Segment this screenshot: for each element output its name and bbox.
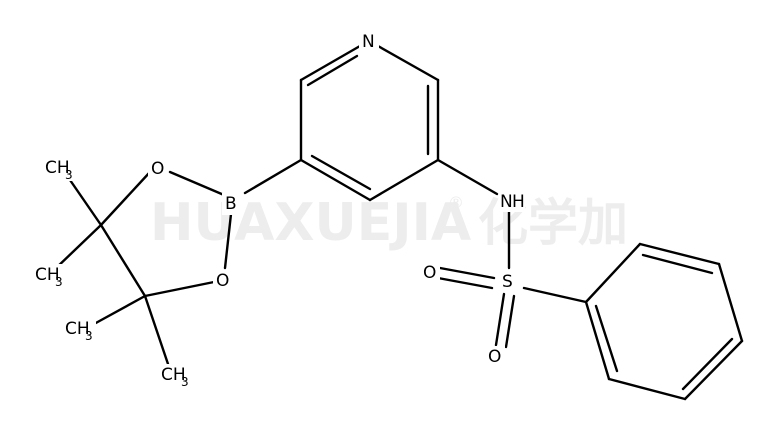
watermark: HUAXUEJIA ® 化学加: [150, 193, 628, 253]
bond-ph-5: [607, 377, 687, 401]
bond-c3-b: [243, 158, 303, 195]
bond-c3-c4-double: [310, 154, 372, 191]
atom-pyridine-nitrogen: N: [362, 32, 375, 52]
bond-n-c6: [376, 44, 440, 82]
atom-ring-oxygen-top: O: [151, 159, 164, 179]
atom-labels: N N H S O O B O O CH 3 CH 3 CH 3: [34, 30, 525, 389]
bonds: [52, 44, 744, 401]
bond-s-phenyl: [522, 286, 588, 304]
methyl-label: CH: [65, 319, 90, 339]
atom-boron: B: [225, 194, 237, 214]
atom-sulfonyl-oxygen-lower: O: [488, 347, 501, 367]
bond-n-c2-double: [306, 54, 359, 87]
bond-b-o2: [223, 212, 233, 270]
methyl-subscript: 3: [181, 375, 189, 389]
bond-ph-6-double: [594, 304, 619, 373]
bond-c5-nh: [436, 158, 499, 196]
bond-c1-c2: [99, 223, 147, 298]
bond-c2-me-left: [92, 294, 147, 326]
bond-s-o-upper: [438, 266, 496, 280]
bond-c2-me-bottom: [143, 294, 170, 366]
bond-s-o-lower-double: [504, 294, 516, 349]
bond-ph-4-double: [681, 337, 734, 391]
methyl-group-lower-left: CH 3: [64, 318, 96, 343]
atom-ring-oxygen-bottom: O: [216, 271, 229, 291]
bond-c4-c5: [368, 158, 440, 202]
methyl-subscript: 3: [65, 168, 73, 182]
bond-o1-c1: [99, 170, 152, 227]
methyl-subscript: 3: [55, 275, 63, 289]
bond-ph-1: [584, 242, 642, 304]
bond-ph-2-double: [641, 253, 714, 275]
methyl-group-bottom: CH 3: [160, 364, 192, 389]
bond-n-c2: [299, 44, 362, 82]
methyl-subscript: 3: [85, 329, 93, 343]
bond-b-o1: [168, 170, 226, 197]
atom-amide-nitrogen: N: [500, 192, 513, 212]
watermark-brand: HUAXUEJIA: [150, 193, 471, 253]
atom-sulfonyl-oxygen-upper: O: [423, 263, 436, 283]
bond-ph-2: [638, 242, 721, 266]
methyl-group-left: CH 3: [34, 264, 66, 289]
bond-ph-6: [584, 300, 611, 381]
bond-c1-me-top: [68, 178, 103, 227]
methyl-label: CH: [161, 365, 186, 385]
bond-ph-4: [683, 339, 744, 401]
bond-c3-c4: [299, 158, 372, 202]
watermark-registered-mark: ®: [448, 193, 464, 212]
atom-amide-hydrogen: H: [512, 192, 525, 212]
bond-s-o-lower: [494, 292, 506, 347]
bond-c1-me-left: [52, 223, 103, 272]
methyl-label: CH: [45, 158, 70, 178]
bond-ph-3: [717, 262, 744, 343]
atom-sulfur: S: [502, 272, 513, 292]
bond-o2-c2: [143, 280, 216, 298]
methyl-group-top: CH 3: [44, 157, 76, 182]
methyl-label: CH: [35, 265, 60, 285]
bond-s-o-upper-double: [436, 276, 494, 290]
